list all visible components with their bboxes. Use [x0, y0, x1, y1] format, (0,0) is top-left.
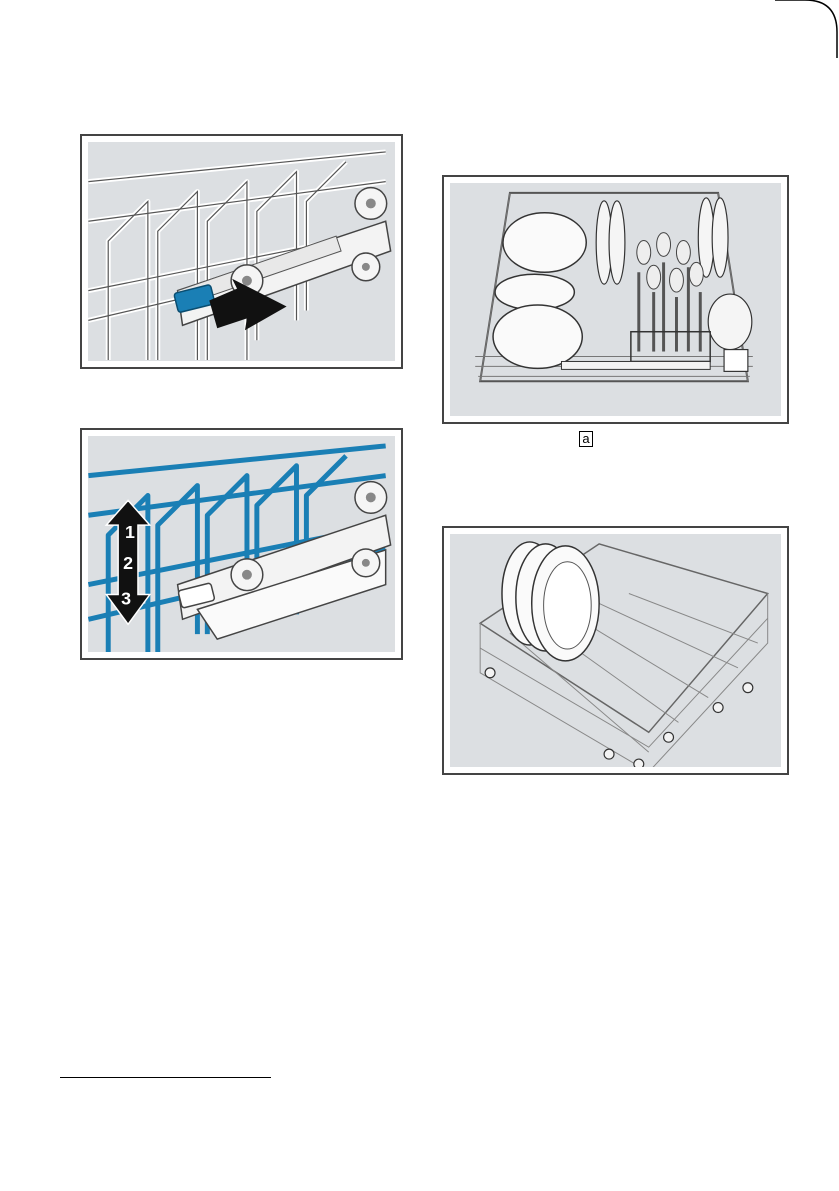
- rack-height-drawing: 1 2 3: [88, 436, 395, 652]
- level-label: 3: [121, 588, 131, 608]
- crop-mark: [775, 0, 839, 58]
- upper-basket-figure: [442, 175, 789, 424]
- level-label: 1: [125, 522, 135, 542]
- lower-basket-figure: [442, 526, 789, 775]
- upper-basket-drawing: [450, 183, 781, 416]
- rack-release-drawing: [88, 142, 395, 361]
- callout-label: a: [579, 431, 593, 447]
- footnote-separator: [60, 1077, 271, 1078]
- level-label: 2: [123, 553, 133, 573]
- lower-basket-drawing: [450, 534, 781, 767]
- rack-height-figure: 1 2 3: [80, 428, 403, 660]
- rack-release-figure: [80, 134, 403, 369]
